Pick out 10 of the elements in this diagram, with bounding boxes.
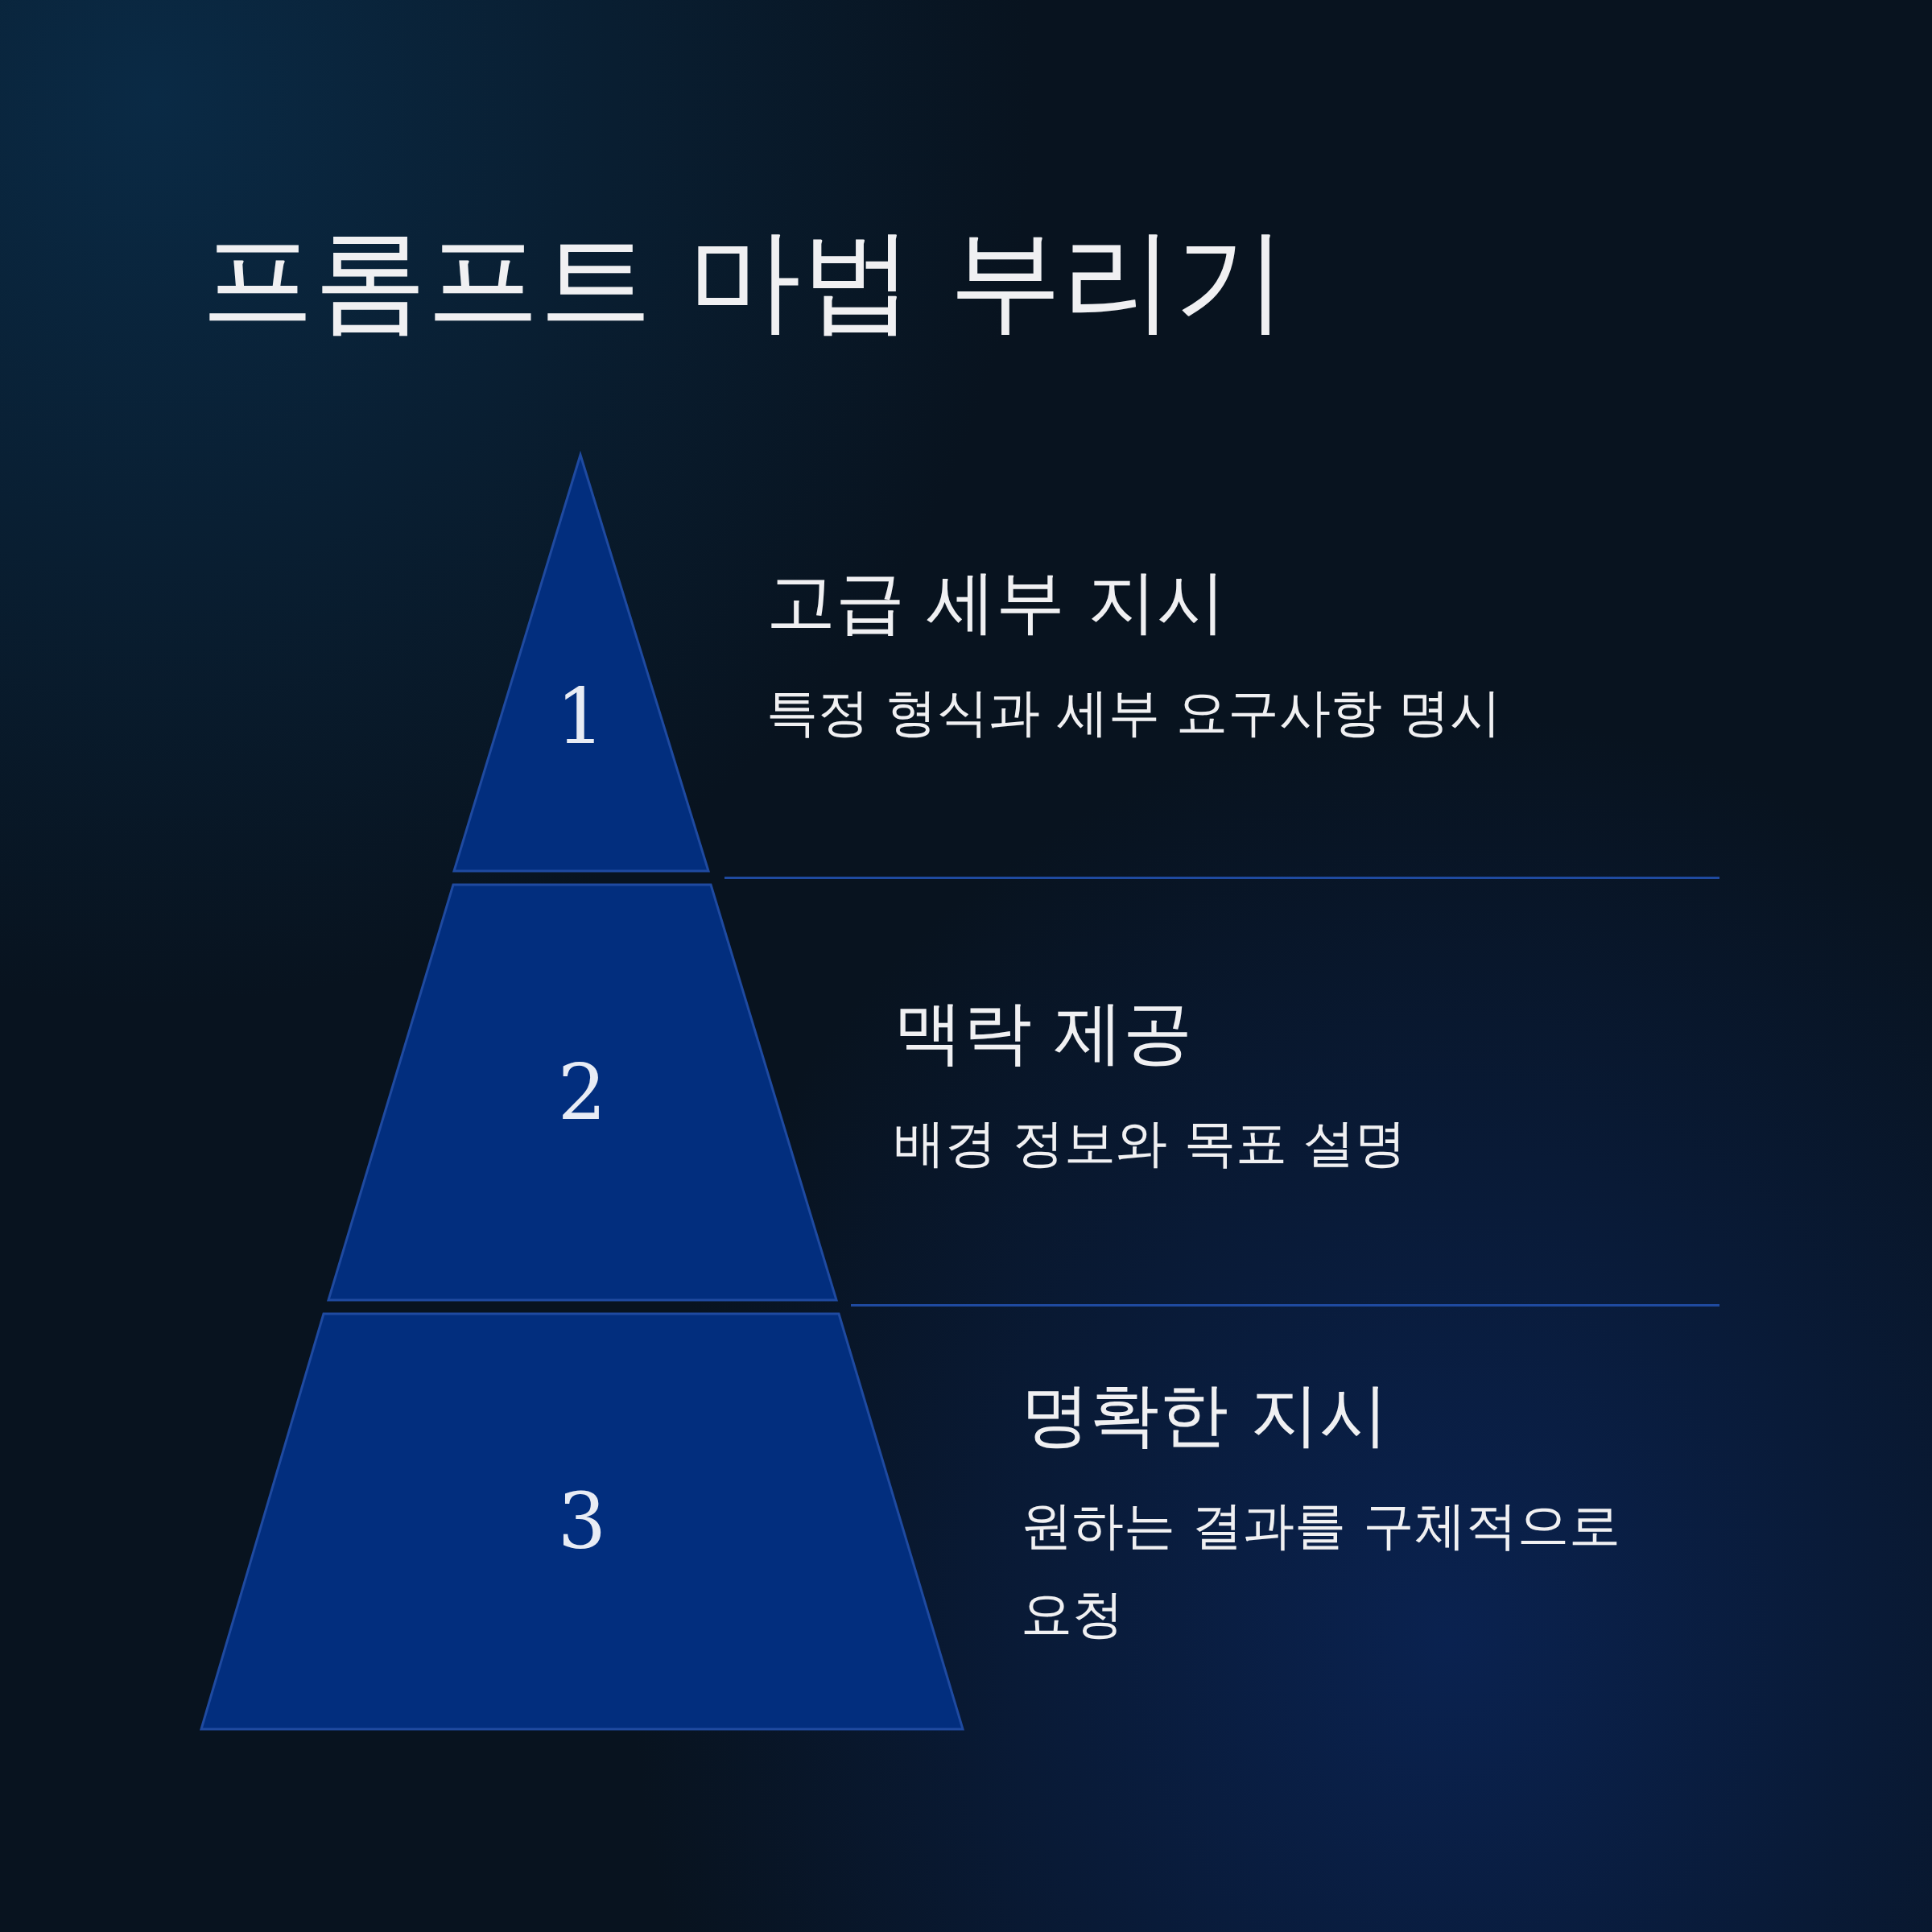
tier-number: 2: [557, 1048, 607, 1137]
tier-heading: 명확한 지시: [1021, 1373, 1389, 1456]
tier-description: 원하는 결과를 구체적으로 요청: [1021, 1495, 1621, 1645]
tier-number: 3: [557, 1477, 607, 1566]
tier-heading: 고급 세부 지시: [766, 560, 1226, 643]
title: 프롬프트 마법 부리기: [201, 213, 1287, 347]
tier-description: 특정 형식과 세부 요구사항 명시: [766, 682, 1503, 744]
tier-heading: 맥락 제공: [894, 991, 1193, 1074]
tier-description: 배경 정보와 목표 설명: [894, 1113, 1408, 1174]
tier-number: 1: [555, 672, 605, 761]
